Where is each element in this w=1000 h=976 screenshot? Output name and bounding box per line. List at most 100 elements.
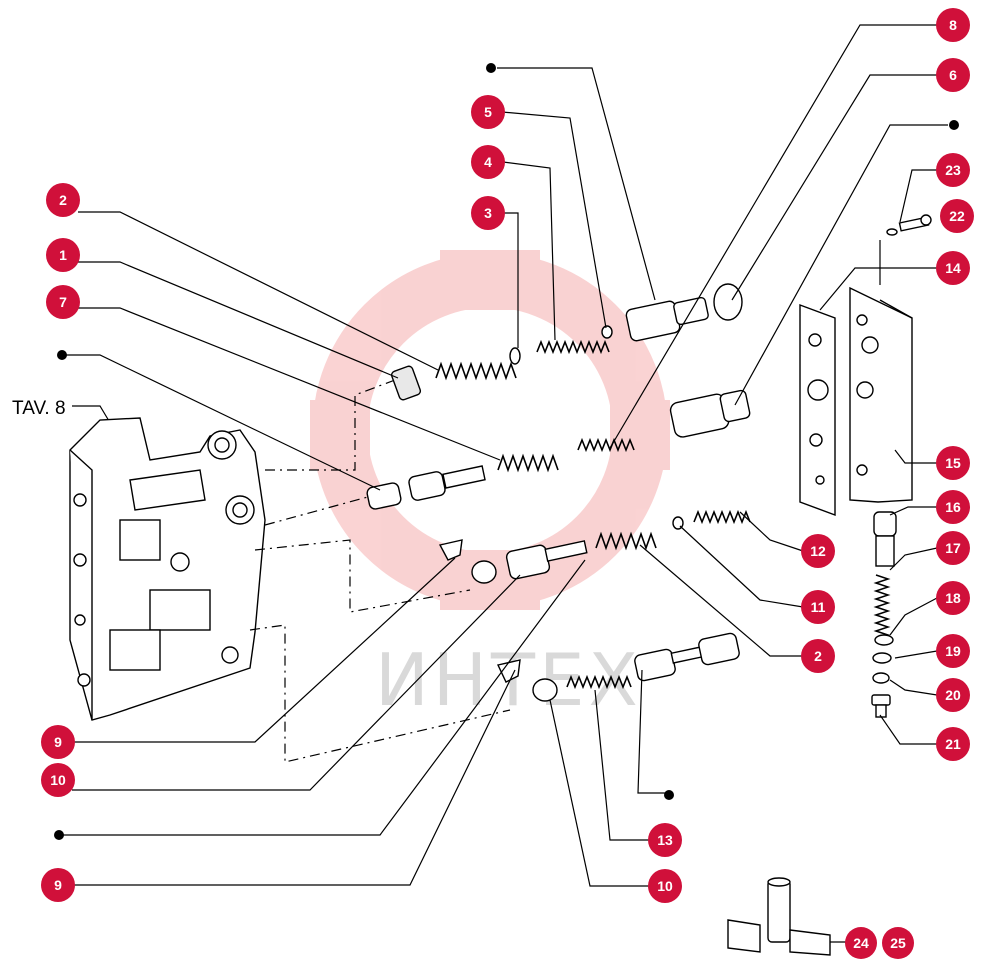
plug-part-21 (871, 694, 891, 718)
svg-text:20: 20 (945, 687, 961, 703)
sleeve-middle (669, 389, 751, 438)
callout-10-upper[interactable]: 10 (41, 763, 75, 797)
callout-4[interactable]: 4 (471, 145, 505, 179)
leader-lines (62, 24, 948, 887)
callout-25[interactable]: 25 (882, 927, 914, 959)
callout-9-upper[interactable]: 9 (41, 725, 75, 759)
svg-text:3: 3 (484, 205, 492, 221)
watermark-gear-tooth-right (610, 400, 670, 470)
ball-part-5 (601, 325, 613, 339)
axis-line-bottom (249, 624, 511, 763)
valve-spool-bottom (634, 632, 740, 682)
svg-text:21: 21 (945, 736, 961, 752)
svg-text:10: 10 (50, 772, 66, 788)
kit-parts-24-25 (727, 877, 848, 956)
svg-text:7: 7 (59, 294, 67, 310)
svg-text:17: 17 (945, 540, 961, 556)
spring-part-4 (536, 339, 610, 355)
callout-24[interactable]: 24 (845, 927, 877, 959)
callout-7[interactable]: 7 (46, 285, 80, 319)
svg-text:23: 23 (945, 162, 961, 178)
spring-part-2 (435, 361, 517, 381)
spring-part-12 (693, 509, 751, 525)
callout-17[interactable]: 17 (936, 531, 970, 565)
spring-part-2-lower (595, 531, 657, 551)
callout-20[interactable]: 20 (936, 678, 970, 712)
clip-part-9b (496, 659, 521, 683)
svg-text:2: 2 (59, 192, 67, 208)
svg-text:16: 16 (945, 499, 961, 515)
spring-middle (577, 437, 635, 453)
callout-18[interactable]: 18 (936, 581, 970, 615)
pad-part-1 (390, 365, 422, 401)
svg-text:11: 11 (811, 599, 826, 615)
callout-9-lower[interactable]: 9 (41, 868, 75, 902)
svg-text:19: 19 (945, 643, 961, 659)
spring-part-13 (566, 674, 632, 690)
valve-spool-part-1 (366, 465, 486, 510)
svg-text:9: 9 (54, 734, 62, 750)
svg-text:5: 5 (484, 104, 492, 120)
cap-part-10b (532, 678, 558, 702)
callout-15[interactable]: 15 (936, 446, 970, 480)
axis-line-valve-7 (264, 494, 376, 526)
callout-13[interactable]: 13 (648, 823, 682, 857)
svg-text:13: 13 (657, 832, 673, 848)
spring-part-7 (497, 453, 559, 473)
plate-title: TAV. 8 (12, 398, 66, 419)
washer-part-19 (872, 652, 892, 664)
sleeve-part-8 (625, 296, 709, 342)
svg-text:10: 10 (657, 878, 673, 894)
valve-body-housing (69, 417, 266, 721)
callout-12[interactable]: 12 (801, 534, 835, 568)
callout-21[interactable]: 21 (936, 727, 970, 761)
gasket-part-14 (799, 303, 836, 517)
cap-part-10a (471, 560, 497, 584)
dot-marker-right (949, 120, 959, 130)
callout-1[interactable]: 1 (46, 238, 80, 272)
callout-6[interactable]: 6 (936, 58, 970, 92)
svg-text:18: 18 (945, 590, 961, 606)
oring-part-20 (872, 672, 890, 684)
washer-part-23 (886, 228, 898, 236)
callout-8[interactable]: 8 (936, 8, 970, 42)
spring-part-17 (873, 574, 891, 640)
axis-line-pad (265, 379, 396, 471)
callout-10-lower[interactable]: 10 (648, 869, 682, 903)
svg-text:22: 22 (949, 208, 965, 224)
callout-5[interactable]: 5 (471, 95, 505, 129)
svg-text:2: 2 (814, 648, 822, 664)
callout-19[interactable]: 19 (936, 634, 970, 668)
washer-part-3 (509, 347, 521, 365)
callout-3[interactable]: 3 (471, 196, 505, 230)
dot-marker-left-upper (57, 350, 67, 360)
dot-marker-bottom (664, 790, 674, 800)
callout-2-upper[interactable]: 2 (46, 183, 80, 217)
svg-text:8: 8 (949, 17, 957, 33)
watermark (310, 250, 670, 610)
bolt-part-22 (898, 214, 932, 232)
svg-text:1: 1 (59, 247, 67, 263)
callout-2-lower[interactable]: 2 (801, 639, 835, 673)
svg-text:14: 14 (945, 260, 961, 276)
svg-text:24: 24 (853, 935, 869, 951)
svg-text:15: 15 (945, 455, 961, 471)
watermark-gear-tooth-top (440, 250, 540, 310)
plug-part-6 (713, 283, 743, 321)
watermark-gear-ring (312, 252, 668, 608)
plug-part-16 (873, 511, 897, 567)
callout-16[interactable]: 16 (936, 490, 970, 524)
callout-11[interactable]: 11 (801, 590, 835, 624)
valve-spool-lower (505, 540, 588, 580)
cover-plate-part-15 (849, 286, 913, 503)
callout-23[interactable]: 23 (936, 153, 970, 187)
axis-line-lower (254, 539, 471, 613)
callout-22[interactable]: 22 (940, 199, 974, 233)
clip-part-9a (438, 539, 463, 561)
svg-text:6: 6 (949, 67, 957, 83)
callout-14[interactable]: 14 (936, 251, 970, 285)
svg-text:25: 25 (890, 935, 906, 951)
dot-marker-top (486, 63, 496, 73)
